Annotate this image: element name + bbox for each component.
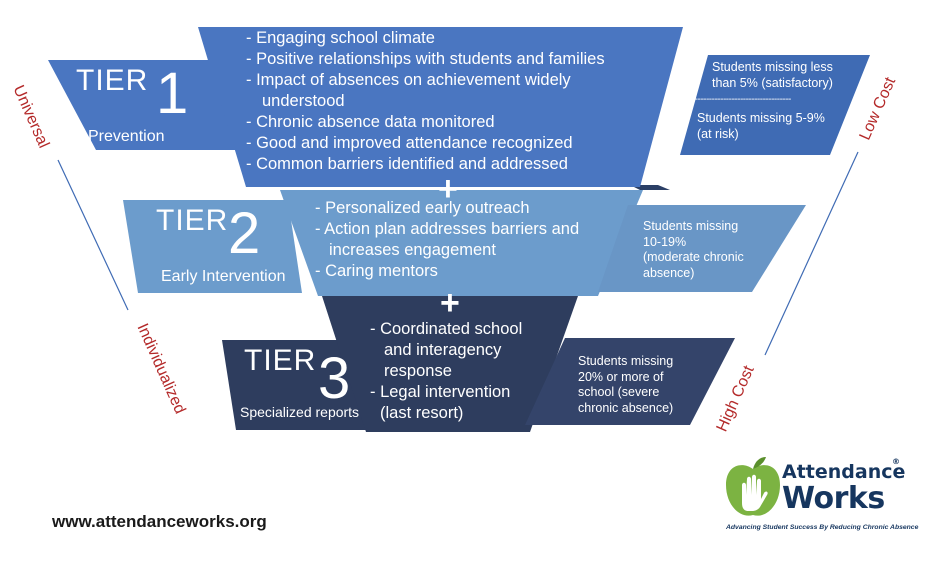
tier-1-criteria-divider: ------------------------------------ [689, 94, 791, 105]
tier-1-strategy: - Common barriers identified and address… [246, 155, 568, 173]
tier-1-criteria-line: Students missing 5-9% [697, 111, 825, 125]
tier-1-criteria-line: (at risk) [697, 126, 739, 141]
tier-2-strategy: increases engagement [329, 241, 496, 259]
tier-2-word: TIER [156, 204, 229, 237]
tier-3-main-band [322, 296, 578, 432]
tier-3-side-panel [525, 338, 735, 425]
tier-1-strategy: - Impact of absences on achievement wide… [246, 71, 571, 89]
tier-3-criteria-line: Students missing [578, 354, 674, 368]
tier-2-label-panel [123, 200, 302, 293]
tier-2-strategy: - Action plan addresses barriers and [315, 220, 580, 238]
tier-2-criteria: Students missing 10-19% (moderate chroni… [643, 219, 744, 281]
tier-3-strategy: - Coordinated school [370, 320, 523, 338]
logo-tagline: Advancing Student Success By Reducing Ch… [726, 524, 919, 531]
tier-1-number: 1 [156, 61, 189, 126]
plus-icon: + [440, 284, 460, 322]
tier-1-main-band [198, 27, 683, 187]
tier-3-strategy: response [384, 362, 452, 380]
tier-3-criteria-line: school (severe [578, 385, 660, 399]
tier-3-criteria-line: 20% or more of [578, 369, 664, 384]
tier-2-strategies: - Personalized early outreach - Action p… [315, 198, 579, 282]
logo-line2: Works [782, 481, 885, 516]
tier-3-strategies: - Coordinated school and interagency res… [370, 319, 522, 424]
apple-hand-icon [726, 457, 780, 516]
plus-icon: + [438, 170, 458, 208]
tier-1-criteria-line: Students missing less [712, 60, 833, 74]
website-url[interactable]: www.attendanceworks.org [52, 512, 267, 531]
tier-2-criteria-line: Students missing [643, 219, 739, 233]
tier-2-criteria-line: (moderate chronic [643, 250, 744, 264]
tier-2-side-panel [598, 205, 806, 292]
tier-2-name: Early Intervention [161, 268, 286, 285]
tier-3-strategy: and interagency [384, 341, 502, 359]
tier-1-strategy: - Positive relationships with students a… [246, 50, 605, 68]
right-axis-line [764, 151, 859, 356]
logo-line1: Attendance [782, 461, 906, 483]
tier-2-number: 2 [228, 201, 261, 266]
tier-3-criteria: Students missing 20% or more of school (… [578, 354, 673, 416]
tier-1-criteria: Students missing less than 5% (satisfact… [712, 60, 833, 91]
tier-3-number: 3 [318, 346, 351, 411]
tier-1-strategies: - Engaging school climate - Positive rel… [246, 28, 605, 175]
tier-1-label-panel [48, 60, 250, 150]
tier-3-criteria-line: chronic absence) [578, 400, 674, 415]
tier-1-strategy: - Good and improved attendance recognize… [246, 134, 573, 152]
tier-2-strategy: - Personalized early outreach [315, 199, 530, 217]
tier-3-strategy: (last resort) [380, 404, 464, 422]
left-axis-line [57, 159, 129, 311]
tier-3-word: TIER [244, 344, 317, 377]
tier-2-main-band [280, 190, 643, 296]
tier-1-strategy: - Chronic absence data monitored [246, 113, 495, 131]
tier-1-side-panel [680, 55, 870, 155]
tier-1-strategy: understood [262, 92, 345, 110]
tier-1-criteria-line: than 5% (satisfactory) [712, 75, 833, 90]
tier-1-name: Prevention [88, 128, 165, 145]
tier-1-word: TIER [76, 64, 149, 97]
tier-1-criteria-2: Students missing 5-9% (at risk) [697, 111, 825, 142]
tier-2-criteria-line: absence) [643, 265, 695, 280]
attendance-works-logo[interactable]: Attendance ® Works Advancing Student Suc… [722, 455, 918, 535]
tier-3-name: Specialized reports [240, 404, 360, 420]
tier-2-strategy: - Caring mentors [315, 262, 438, 280]
tier-1-strategy: - Engaging school climate [246, 29, 435, 47]
tier-2-criteria-line: 10-19% [643, 234, 687, 249]
registered-mark: ® [892, 457, 900, 466]
tier-3-label-panel [222, 340, 368, 430]
tier-3-strategy: - Legal intervention [370, 383, 511, 401]
